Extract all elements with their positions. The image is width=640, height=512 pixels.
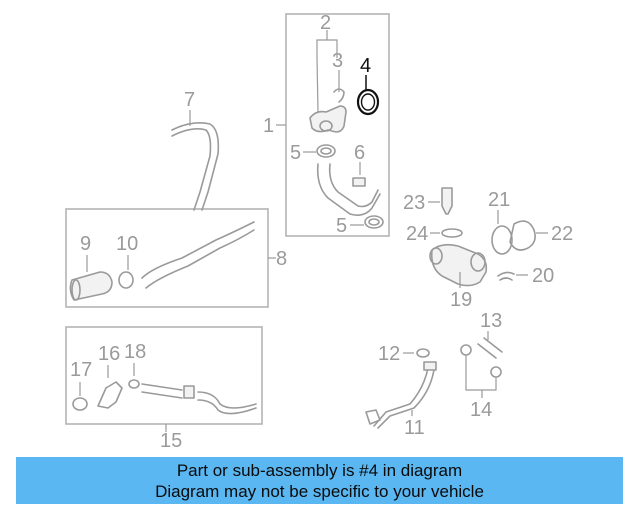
callout-5-bottom: 5: [336, 215, 347, 237]
banner-line-2: Diagram may not be specific to your vehi…: [155, 482, 484, 501]
part-15-hose: [197, 391, 257, 409]
part-8-hose: [141, 221, 255, 279]
callout-16: 16: [98, 343, 120, 365]
part-2-outlet-pipe: [309, 105, 347, 133]
callout-2-leader: [316, 30, 338, 113]
part-5-clamp-bottom: [364, 215, 384, 229]
part-4-o-ring-outer: [356, 88, 380, 116]
part-5-clamp-bottom-inner: [368, 218, 380, 226]
callout-2: 2: [320, 12, 331, 34]
callout-5-top: 5: [290, 142, 301, 164]
callout-7: 7: [184, 89, 195, 111]
part-22-gasket: [509, 220, 536, 251]
callout-22: 22: [551, 223, 573, 245]
parts-diagram: 2 3 4 1 5 6 5 7 8 9 10 15 16 17 18: [65, 12, 573, 452]
banner-line-1: Part or sub-assembly is #4 in diagram: [176, 461, 463, 480]
part-3-clip: [333, 88, 345, 103]
callout-1: 1: [263, 115, 274, 137]
part-hose-group1-edge: [328, 163, 379, 208]
callout-15: 15: [160, 430, 182, 452]
callout-14-leader: [465, 356, 497, 398]
callout-12: 12: [378, 343, 400, 365]
callout-4: 4: [360, 55, 371, 77]
part-17-clamp: [72, 397, 88, 411]
callout-9: 9: [80, 233, 91, 255]
part-15-fitting: [183, 385, 195, 399]
part-11-pipe-edge: [377, 369, 435, 429]
part-2-flange: [319, 120, 333, 132]
part-11-pipe: [373, 367, 429, 427]
part-housing-port: [429, 247, 443, 265]
callout-6: 6: [354, 142, 365, 164]
callout-14: 14: [470, 399, 492, 421]
callout-20: 20: [532, 265, 554, 287]
callout-23: 23: [403, 192, 425, 214]
part-5-clamp-top: [316, 144, 336, 158]
part-15-tube: [141, 383, 183, 399]
part-14-clamp-left: [460, 344, 472, 356]
callout-17: 17: [70, 359, 92, 381]
part-18-clamp: [128, 379, 140, 389]
callout-24: 24: [406, 223, 428, 245]
part-15-hose-edge: [197, 399, 257, 415]
part-14-clamp-right: [490, 366, 502, 378]
info-banner: Part or sub-assembly is #4 in diagram Di…: [16, 457, 623, 504]
callout-3: 3: [332, 50, 343, 72]
callout-21: 21: [488, 189, 510, 211]
part-5-clamp-top-inner: [320, 147, 332, 155]
callout-13: 13: [480, 310, 502, 332]
callout-10: 10: [116, 233, 138, 255]
part-9-connector: [69, 271, 113, 301]
callout-8: 8: [276, 248, 287, 270]
part-11-fitting: [423, 361, 437, 371]
part-21-o-ring: [491, 225, 513, 255]
callout-19: 19: [450, 289, 472, 311]
part-23-sensor: [441, 187, 453, 215]
part-9-connector-end: [71, 279, 81, 301]
part-6-plug: [352, 177, 366, 187]
part-10-clamp: [118, 271, 134, 289]
part-8-hose-edge: [145, 229, 255, 289]
callout-11: 11: [404, 417, 425, 439]
part-12-washer: [416, 348, 430, 358]
part-20-clip: [497, 271, 515, 281]
group-box-15: [65, 326, 263, 425]
part-4-o-ring-inner: [360, 93, 376, 111]
part-hose-group1: [316, 163, 381, 216]
part-13-pipe: [477, 337, 503, 359]
part-11-end: [365, 409, 381, 425]
part-housing-outlet: [470, 252, 486, 272]
part-7-hose: [171, 122, 220, 211]
part-7-hose-edge: [171, 128, 212, 211]
part-16-bracket: [97, 381, 123, 409]
part-24-seal: [441, 228, 463, 238]
callout-18: 18: [124, 341, 146, 363]
